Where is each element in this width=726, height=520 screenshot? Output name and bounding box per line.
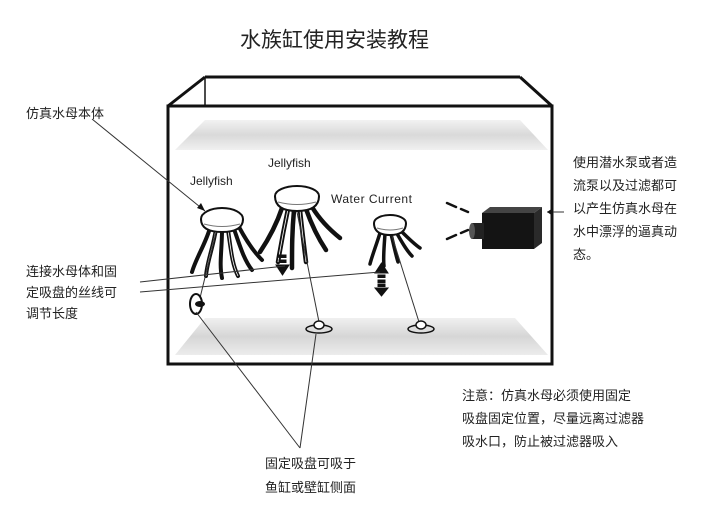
thread-label-line: 连接水母体和固 [26, 265, 118, 280]
jellyfish-label-left: Jellyfish [190, 174, 233, 188]
pointer-lines [91, 118, 564, 449]
thread-label-line: 定吸盘的丝线可 [26, 286, 118, 301]
jellyfish-center [257, 185, 343, 271]
down-arrow-icon [373, 283, 390, 297]
suction-label-line: 固定吸盘可吸于 [265, 457, 357, 472]
bottom-glass-band [175, 318, 548, 355]
page-title: 水族缸使用安装教程 [240, 28, 429, 52]
down-arrow-icon [275, 254, 290, 276]
jellyfish-right [368, 214, 422, 268]
water-current-label: Water Current [331, 192, 413, 206]
pump-label: 使用潜水泵或者造 流泵以及过滤都可 以产生仿真水母在 水中漂浮的逼真动 态。 [573, 152, 677, 267]
pump-label-line: 流泵以及过滤都可 [573, 179, 678, 194]
note-label: 注意：仿真水母必须使用固定 吸盘固定位置，尽量远离过滤器 吸水口，防止被过滤器吸… [462, 385, 644, 454]
pump-label-line: 使用潜水泵或者造 [573, 156, 678, 171]
note-label-line: 吸盘固定位置，尽量远离过滤器 [462, 412, 645, 427]
note-label-line: 吸水口，防止被过滤器吸入 [462, 435, 619, 450]
jellyfish-label-center: Jellyfish [268, 156, 311, 170]
suction-cup-bottom-center [305, 320, 333, 334]
suction-cup-side [189, 293, 205, 315]
suction-label-line: 鱼缸或壁缸侧面 [265, 481, 357, 496]
up-arrow-icon [374, 262, 389, 283]
note-label-line: 注意：仿真水母必须使用固定 [462, 389, 632, 404]
movement-arrows [275, 254, 390, 297]
suction-cup-bottom-right [407, 320, 435, 334]
pump-label-line: 以产生仿真水母在 [573, 202, 678, 217]
thread-label: 连接水母体和固 定吸盘的丝线可 调节长度 [26, 262, 117, 325]
top-glass-band [175, 120, 548, 150]
thread-label-line: 调节长度 [26, 307, 79, 322]
suction-cups [189, 293, 435, 334]
pump-label-line: 态。 [573, 248, 600, 263]
current-dashes [445, 201, 470, 241]
suction-label: 固定吸盘可吸于 鱼缸或壁缸侧面 [265, 453, 356, 501]
pointer-arrowheads [197, 203, 553, 216]
pump-label-line: 水中漂浮的逼真动 [573, 225, 678, 240]
water-pump [469, 207, 542, 249]
body-label: 仿真水母本体 [26, 107, 105, 122]
tank-frame [166, 75, 554, 366]
